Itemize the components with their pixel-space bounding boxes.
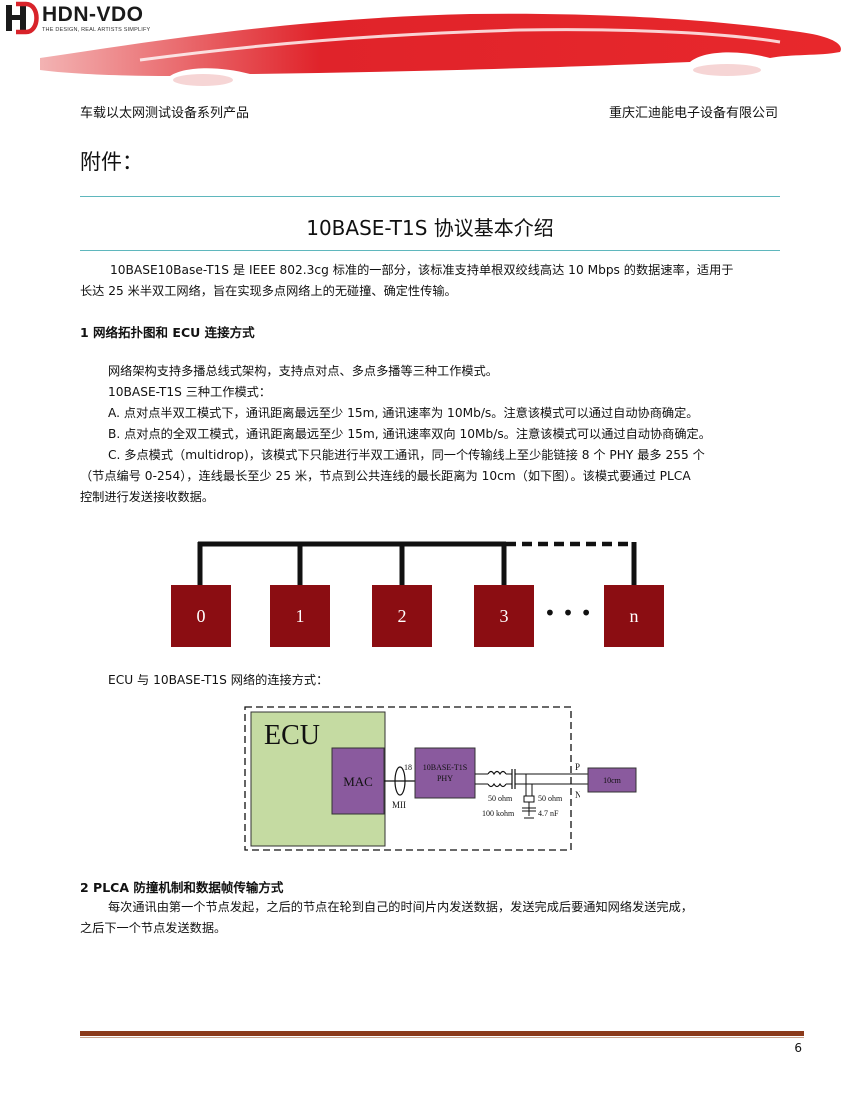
section-1-line: A. 点对点半双工模式下，通讯距离最远至少 15m, 通讯速率为 10Mb/s。… (108, 406, 699, 420)
stub-block (587, 767, 637, 793)
bus-node-box (474, 585, 534, 647)
mii-bus-symbol (394, 766, 406, 796)
section-2-line: 之后下一个节点发送数据。 (80, 921, 227, 935)
resistor-label: 50 ohm (538, 794, 563, 803)
bus-node-label: 0 (197, 606, 206, 626)
bus-ellipsis: • • • (544, 601, 592, 625)
stub-diagram: 10cm (580, 767, 637, 793)
capacitor-label: 4.7 nF (538, 809, 559, 818)
section-1-line: 网络架构支持多播总线式架构，支持点对点、多点多播等三种工作模式。 (108, 364, 498, 378)
bus-node-box (270, 585, 330, 647)
section-1-line: B. 点对点的全双工模式，通讯距离最远至少 15m, 通讯速率双向 10Mb/s… (108, 427, 711, 441)
bus-node-label: n (630, 606, 639, 626)
logo-text: HDN-VDO (42, 3, 144, 26)
title-rule-top (80, 196, 780, 197)
intro-line-1: 10BASE10Base-T1S 是 IEEE 802.3cg 标准的一部分，该… (110, 263, 734, 277)
ecu-connection-diagram: ECU MAC 18 MII 10BASE-T1S PHY 50 ohm 50 … (244, 706, 580, 851)
phy-block (414, 747, 476, 799)
intro-line-2: 长达 25 米半双工网络，旨在实现多点网络上的无碰撞、确定性传输。 (80, 284, 457, 298)
bus-node-label: 3 (500, 606, 509, 626)
ecu-label: ECU (264, 720, 320, 751)
document-title: 10BASE-T1S 协议基本介绍 (306, 216, 554, 240)
bus-node-box (372, 585, 432, 647)
footer-rule-thin (80, 1037, 804, 1038)
mii-label: MII (392, 800, 406, 810)
footer-rule (80, 1031, 804, 1036)
section-2-heading: 2 PLCA 防撞机制和数据帧传输方式 (80, 880, 284, 895)
termination-resistor (523, 795, 535, 803)
section-2-line: 每次通讯由第一个节点发起，之后的节点在轮到自己的时间片内发送数据，发送完成后要通… (108, 900, 693, 914)
bus-node-label: 2 (398, 606, 407, 626)
annex-label: 附件： (80, 150, 143, 174)
n-line-label: N (575, 790, 580, 800)
resistor-label: 100 kohm (482, 809, 515, 818)
mii-bus-width: 18 (404, 763, 412, 772)
company-logo-mark (6, 1, 39, 35)
title-rule-bottom (80, 250, 780, 251)
bus-node-box (171, 585, 231, 647)
choke-coil (487, 770, 507, 776)
header-banner (0, 0, 860, 92)
resistor-label: 50 ohm (488, 794, 513, 803)
page-number: 6 (794, 1041, 802, 1055)
stub-label: 10cm (603, 776, 622, 785)
section-1-line: 10BASE-T1S 三种工作模式： (108, 385, 272, 399)
logo-tagline: THE DESIGN, REAL ARTISTS SIMPLIFY (42, 27, 151, 33)
mac-label: MAC (343, 774, 373, 789)
section-1-line: 控制进行发送接收数据。 (80, 490, 215, 504)
bus-node-box (604, 585, 664, 647)
phy-label: PHY (437, 774, 453, 783)
section-1-heading: 1 网络拓扑图和 ECU 连接方式 (80, 325, 255, 340)
bus-topology-diagram: 0 1 2 3 n • • • (171, 541, 664, 647)
ecu-caption: ECU 与 10BASE-T1S 网络的连接方式： (108, 673, 329, 687)
bus-node-label: 1 (296, 606, 305, 626)
p-line-label: P (575, 762, 580, 772)
header-right-text: 重庆汇迪能电子设备有限公司 (608, 106, 778, 121)
header-left-text: 车载以太网测试设备系列产品 (80, 106, 250, 121)
phy-label: 10BASE-T1S (423, 763, 467, 772)
ecu-dashed-boundary (244, 706, 572, 851)
section-1-line: C. 多点模式（multidrop)，该模式下只能进行半双工通讯，同一个传输线上… (108, 448, 705, 462)
section-1-line: （节点编号 0-254），连线最长至少 25 米，节点到公共连线的最长距离为 1… (80, 469, 691, 483)
